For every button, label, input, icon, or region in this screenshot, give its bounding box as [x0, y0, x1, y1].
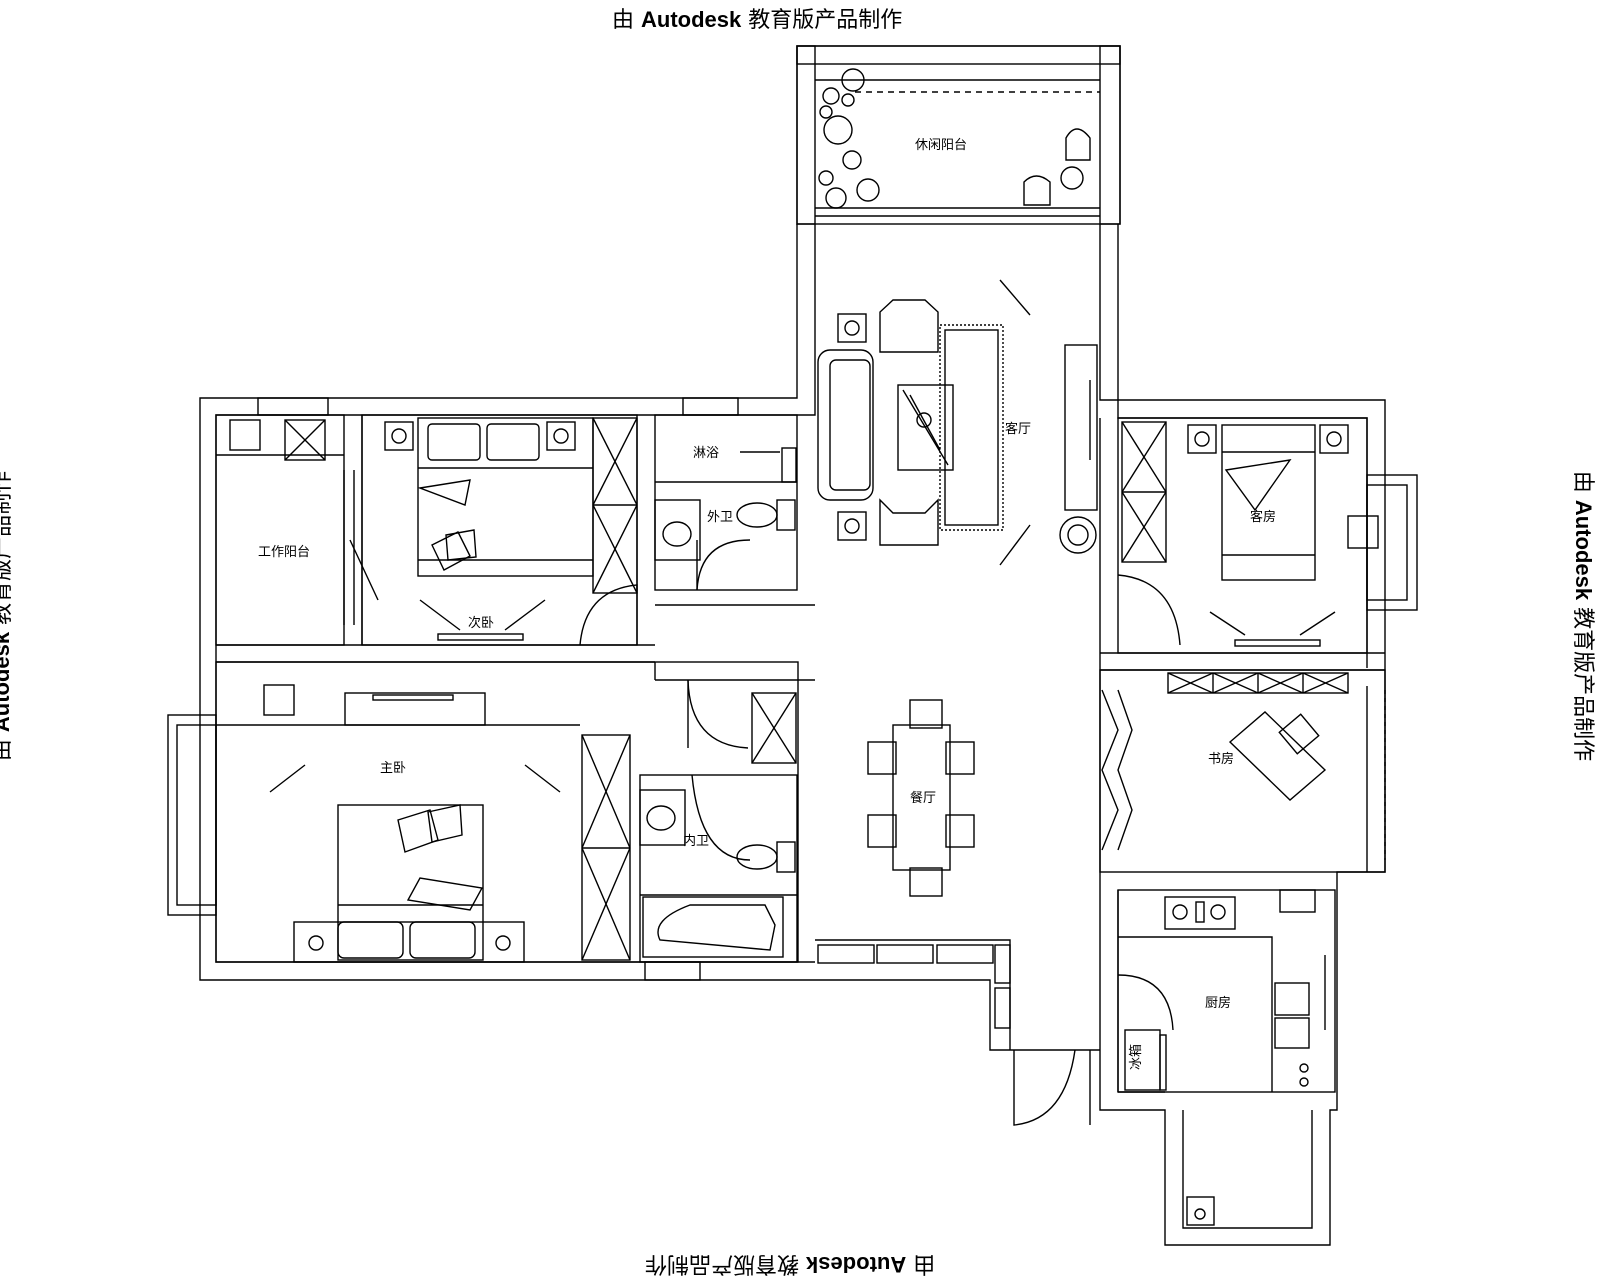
room-label-guest-room: 客房: [1250, 509, 1276, 525]
pillow-icon: [431, 529, 477, 571]
study: 书房: [1099, 669, 1386, 873]
plants-icon: [818, 68, 880, 209]
leisure-balcony: 休闲阳台: [796, 45, 1121, 225]
room-label-leisure-balcony: 休闲阳台: [915, 138, 967, 153]
stove-icon: [1164, 896, 1236, 930]
room-label-work-balcony: 工作阳台: [258, 545, 310, 560]
room-label-fridge: 冰箱: [1128, 1044, 1144, 1070]
kitchen: 厨房 冰箱: [1117, 889, 1336, 1226]
room-label-living-room: 客厅: [1005, 421, 1031, 437]
watermark-brand: Autodesk: [641, 7, 742, 32]
watermark-prefix: 由: [612, 8, 635, 33]
interior-walls: [216, 415, 1385, 890]
work-balcony: 工作阳台: [215, 397, 379, 646]
dining-room: 餐厅: [815, 699, 1091, 1126]
toilet-icon: [736, 499, 796, 531]
room-label-shower: 淋浴: [693, 446, 719, 461]
room-label-second-bedroom: 次卧: [468, 615, 494, 631]
room-label-dining: 餐厅: [910, 790, 936, 806]
master-bedroom: 主卧: [167, 661, 799, 963]
guest-room: 客房: [1117, 417, 1418, 654]
toilet-icon: [736, 841, 796, 873]
outer-bathroom: 淋浴 外卫: [654, 397, 798, 591]
living-room: 客厅: [817, 279, 1098, 566]
sofa-icon: [817, 349, 874, 501]
plant-icon: [1059, 516, 1097, 554]
pillow-icon: [397, 804, 463, 853]
room-label-study: 书房: [1208, 751, 1234, 767]
bathtub-icon: [642, 896, 784, 958]
balcony-chair-icon: [1023, 128, 1091, 206]
sink-icon: [1274, 982, 1310, 1049]
inner-bathroom: 内卫: [639, 774, 798, 981]
second-bedroom: 次卧: [361, 414, 638, 646]
room-label-outer-bath: 外卫: [707, 510, 733, 525]
watermark-suffix: 教育版产品制作: [748, 8, 903, 33]
room-label-master-bedroom: 主卧: [380, 761, 406, 776]
watermark-top: 由 Autodesk 教育版产品制作: [612, 2, 902, 34]
room-label-kitchen: 厨房: [1205, 995, 1231, 1011]
room-label-inner-bath: 内卫: [683, 833, 709, 849]
